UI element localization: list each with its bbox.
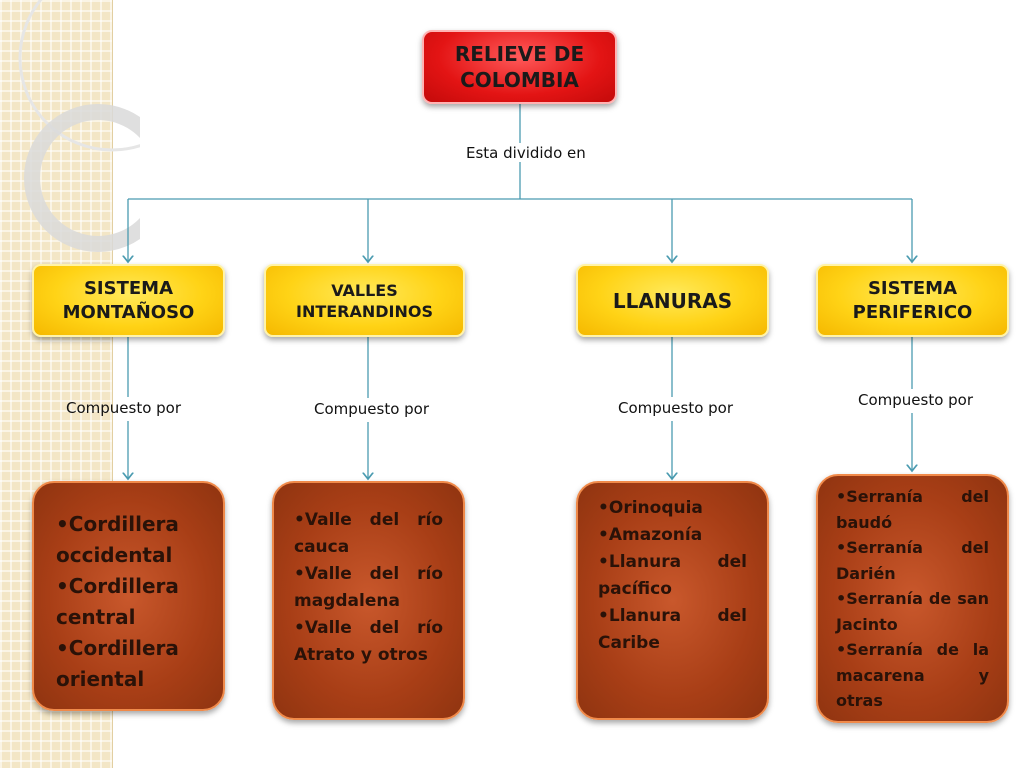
- detail-box-sistema-periferico: Serranía del baudó Serranía del Darién S…: [816, 474, 1009, 723]
- root-connector-label: Esta dividido en: [466, 144, 586, 162]
- decorative-circle-ring: [24, 104, 140, 252]
- detail-item: Amazonía: [598, 522, 747, 549]
- detail-item: Valle del río magdalena: [294, 561, 443, 615]
- category-1-line2: MONTAÑOSO: [62, 301, 195, 323]
- detail-item: Cordillera oriental: [56, 633, 205, 695]
- detail-item: Serranía del baudó: [836, 484, 989, 535]
- detail-item: Serranía del Darién: [836, 535, 989, 586]
- category-2-line2: INTERANDINOS: [295, 301, 434, 321]
- category-3-line1: LLANURAS: [612, 288, 733, 313]
- decorative-circles: [18, 0, 140, 252]
- category-1-line1: SISTEMA: [83, 277, 174, 299]
- category-llanuras: LLANURAS: [576, 264, 769, 337]
- detail-item: Cordillera central: [56, 571, 205, 633]
- category-sistema-periferico: SISTEMA PERIFERICO: [816, 264, 1009, 337]
- decorative-circle-large: [18, 0, 140, 152]
- detail-item: Valle del río cauca: [294, 507, 443, 561]
- category-4-line2: PERIFERICO: [852, 301, 973, 323]
- connector-label-1: Compuesto por: [66, 399, 182, 417]
- detail-item: Llanura del pacífico: [598, 549, 747, 603]
- category-valles-interandinos: VALLES INTERANDINOS: [264, 264, 465, 337]
- detail-box-sistema-montanoso: Cordillera occidental Cordillera central…: [32, 481, 225, 711]
- connector-label-2: Compuesto por: [314, 400, 430, 418]
- detail-item: Cordillera occidental: [56, 509, 205, 571]
- category-4-line1: SISTEMA: [867, 277, 958, 299]
- root-node: RELIEVE DE COLOMBIA: [422, 30, 617, 104]
- category-2-line1: VALLES: [331, 280, 398, 300]
- detail-box-llanuras: Orinoquia Amazonía Llanura del pacífico …: [576, 481, 769, 720]
- root-title-line1: RELIEVE DE: [454, 42, 585, 66]
- detail-item: Orinoquia: [598, 495, 747, 522]
- detail-item: Llanura del Caribe: [598, 603, 747, 657]
- connector-label-3: Compuesto por: [618, 399, 734, 417]
- detail-item: Serranía de san Jacinto: [836, 586, 989, 637]
- detail-item: Serranía de la macarena y otras: [836, 637, 989, 714]
- root-title-line2: COLOMBIA: [460, 68, 579, 92]
- connector-label-4: Compuesto por: [858, 391, 974, 409]
- detail-box-valles-interandinos: Valle del río cauca Valle del río magdal…: [272, 481, 465, 720]
- category-sistema-montanoso: SISTEMA MONTAÑOSO: [32, 264, 225, 337]
- detail-item: Valle del río Atrato y otros: [294, 615, 443, 669]
